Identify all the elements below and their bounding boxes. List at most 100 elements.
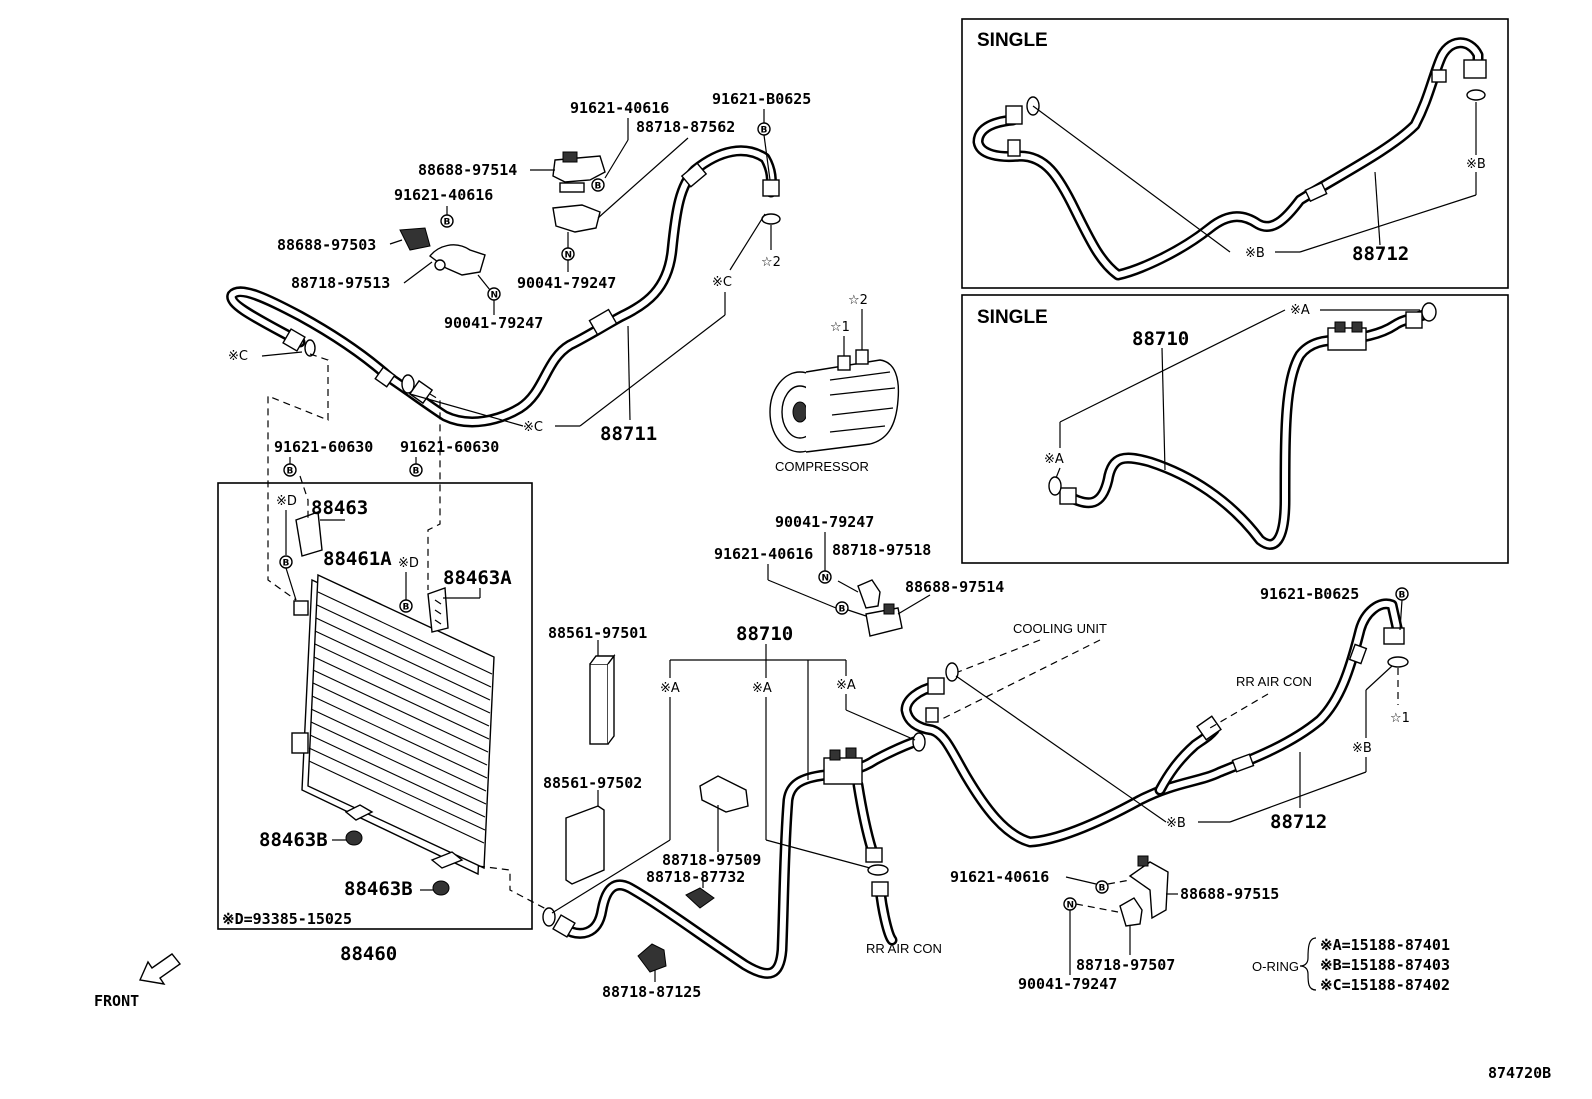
fitting-nut-icon xyxy=(374,366,396,388)
fitting-sleeve-icon xyxy=(1196,715,1222,741)
ref-oring-b: ※B xyxy=(1166,816,1186,831)
pipe-88710-single xyxy=(1062,307,1434,550)
clamp-cushion-icon xyxy=(429,244,486,276)
panel-title-top: SINGLE xyxy=(977,30,1048,51)
condenser-bracket-icon xyxy=(344,804,374,821)
group-88711: ☆2 ※C ※C ※C 88711 B N B N 91621-40616 xyxy=(226,90,811,445)
fitting-block-icon xyxy=(1463,59,1487,79)
part-number-91621-b0625: 91621-B0625 xyxy=(712,90,811,108)
clamp-bolt-icon xyxy=(1137,855,1149,867)
part-number-88712: 88712 xyxy=(1352,243,1409,265)
fitting-nut-icon xyxy=(1405,311,1423,329)
oring-icon xyxy=(945,662,959,682)
oring-icon xyxy=(867,864,889,876)
condenser-fitting-icon xyxy=(291,732,309,754)
cooling-unit-label: COOLING UNIT xyxy=(1013,621,1107,636)
oring-legend-label: O-RING xyxy=(1252,959,1299,974)
part-number-88463a: 88463A xyxy=(443,567,512,589)
panel-single-88710: SINGLE ※A ※A 88710 xyxy=(961,294,1509,564)
compressor-port-icon xyxy=(855,349,869,365)
ref-oring-a: ※A xyxy=(1044,452,1064,467)
ref-oring-b: ※B xyxy=(1245,246,1265,261)
compressor-port-icon xyxy=(837,355,851,371)
part-number-88463b: 88463B xyxy=(344,878,413,900)
svg-text:N: N xyxy=(822,574,830,584)
condenser-frame xyxy=(217,482,533,930)
pipe-88712-main xyxy=(900,598,1404,848)
part-number-91621-40616: 91621-40616 xyxy=(950,868,1049,886)
part-number-88718-97518: 88718-97518 xyxy=(832,541,931,559)
ref-oring-b: ※B xyxy=(1466,157,1486,172)
svg-text:N: N xyxy=(565,251,573,261)
part-number-90041-79247: 90041-79247 xyxy=(775,513,874,531)
compressor-body-icon xyxy=(805,359,900,453)
fitting-sleeve-icon xyxy=(588,308,618,336)
clamp-plate-icon xyxy=(559,182,585,193)
pipe-88712-single xyxy=(972,37,1484,281)
oring-legend-a: ※A=15188-87401 xyxy=(1320,936,1450,954)
svg-text:B: B xyxy=(283,559,290,569)
fitting-nut-icon xyxy=(1059,487,1077,505)
compressor-label: COMPRESSOR xyxy=(775,459,869,474)
svg-text:B: B xyxy=(761,126,768,136)
part-number-88718-87125: 88718-87125 xyxy=(602,983,701,1001)
oring-icon xyxy=(401,374,415,394)
svg-text:B: B xyxy=(1099,884,1106,894)
panel-frame-bottom xyxy=(961,294,1509,564)
front-label: FRONT xyxy=(94,992,139,1010)
ref-oring-c: ※C xyxy=(712,275,732,290)
fitting-nut-icon xyxy=(871,881,889,897)
ref-oring-b: ※B xyxy=(1352,741,1372,756)
ref-oring-a: ※A xyxy=(836,678,856,693)
part-number-88561-97501: 88561-97501 xyxy=(548,624,647,642)
oring-icon xyxy=(1387,656,1409,668)
dryer-cartridge-icon xyxy=(589,663,609,745)
oring-icon xyxy=(1048,476,1062,496)
valve-cap-icon xyxy=(829,749,841,761)
part-number-88718-97507: 88718-97507 xyxy=(1076,956,1175,974)
part-number-90041-79247: 90041-79247 xyxy=(444,314,543,332)
rr-air-con-label: RR AIR CON xyxy=(866,941,942,956)
condenser-fitting-icon xyxy=(293,600,309,616)
group-88710: 88710 ※A ※A ※A RR AIR CON 88718-97509 88… xyxy=(542,623,942,1001)
ref-star-1: ☆1 xyxy=(830,320,850,335)
valve-cap-icon xyxy=(845,747,857,759)
svg-text:B: B xyxy=(287,467,294,477)
oring-icon xyxy=(542,907,556,927)
svg-text:B: B xyxy=(595,182,602,192)
ref-d: ※D xyxy=(398,556,419,571)
valve-block-icon xyxy=(823,757,863,785)
svg-text:B: B xyxy=(839,605,846,615)
part-number-88711: 88711 xyxy=(600,423,657,445)
part-number-90041-79247: 90041-79247 xyxy=(1018,975,1117,993)
fitting-nut-icon xyxy=(1007,139,1021,157)
svg-text:N: N xyxy=(491,291,499,301)
clamp-88718-97509-icon xyxy=(699,775,749,813)
ref-star-1: ☆1 xyxy=(1390,711,1410,726)
clamp-88718-87125-icon xyxy=(637,943,667,973)
panel-title-bottom: SINGLE xyxy=(977,307,1048,328)
figure-code: 874720B xyxy=(1488,1064,1551,1082)
legend-brace xyxy=(1299,937,1317,991)
oring-legend-b: ※B=15188-87403 xyxy=(1320,956,1450,974)
fitting-sleeve-icon xyxy=(680,162,708,188)
oring-legend: O-RING ※A=15188-87401 ※B=15188-87403 ※C=… xyxy=(1252,936,1450,994)
oring-icon xyxy=(912,732,926,752)
rubber-mount-icon xyxy=(432,880,450,896)
part-number-88718-97513: 88718-97513 xyxy=(291,274,390,292)
condenser-bracket-icon xyxy=(430,851,464,869)
fitting-sleeve-icon xyxy=(1304,181,1328,203)
rr-air-con-label: RR AIR CON xyxy=(1236,674,1312,689)
clamp-cushion-icon xyxy=(857,579,881,609)
fitting-sleeve-icon xyxy=(1431,69,1447,83)
ref-oring-c: ※C xyxy=(523,420,543,435)
ref-oring-a: ※A xyxy=(660,681,680,696)
note-d-93385-15025: ※D=93385-15025 xyxy=(222,910,352,928)
condenser-fins xyxy=(308,591,493,844)
clamp-bracket-icon xyxy=(1128,861,1169,920)
part-number-91621-60630: 91621-60630 xyxy=(400,438,499,456)
part-number-88461a: 88461A xyxy=(323,548,392,570)
fitting-nut-icon xyxy=(865,847,883,863)
clamp-cushion-icon xyxy=(552,204,601,233)
svg-text:B: B xyxy=(403,603,410,613)
